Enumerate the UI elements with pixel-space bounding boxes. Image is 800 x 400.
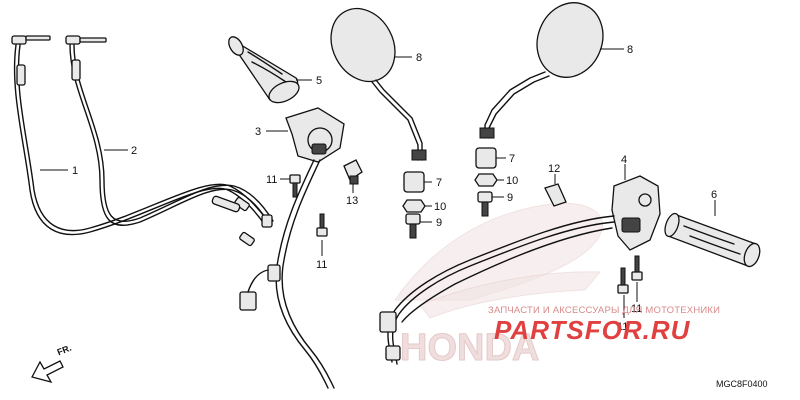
watermark-logo: PARTSFOR.RU xyxy=(494,315,691,345)
throttle-cable-1 xyxy=(11,35,269,247)
clip-13 xyxy=(343,159,363,185)
callout-3: 3 xyxy=(255,126,261,138)
callout-11-a: 11 xyxy=(266,174,277,186)
mirror-adaptor-left xyxy=(403,171,425,193)
callout-13: 13 xyxy=(346,195,358,207)
callout-2: 2 xyxy=(131,145,137,157)
nut-left xyxy=(402,199,426,213)
band-12 xyxy=(544,183,567,207)
callout-9-left: 9 xyxy=(436,217,442,229)
leader-lines xyxy=(40,48,716,318)
nut-right xyxy=(474,173,498,187)
callout-8-left: 8 xyxy=(416,52,422,64)
mirror-left xyxy=(330,7,427,161)
bolt-right xyxy=(477,191,493,217)
callout-10-right: 10 xyxy=(506,175,518,187)
screw-d xyxy=(631,255,643,281)
bolt-left xyxy=(405,213,421,239)
screw-a xyxy=(289,174,301,198)
honda-wordmark: HONDA xyxy=(400,327,539,369)
throttle-cable-2 xyxy=(65,35,274,228)
callout-9-right: 9 xyxy=(507,192,513,204)
callouts: 1 2 3 4 5 6 7 7 8 8 9 9 10 10 11 11 11 1… xyxy=(72,44,717,333)
throttle-grip xyxy=(228,36,300,104)
callout-5: 5 xyxy=(316,75,322,87)
left-grip xyxy=(664,212,761,268)
watermark-caption: ЗАПЧАСТИ И АКСЕССУАРЫ ДЛЯ МОТОТЕХНИКИ xyxy=(488,305,721,316)
callout-4: 4 xyxy=(621,154,627,166)
screw-b xyxy=(316,213,328,237)
callout-6: 6 xyxy=(711,189,717,201)
callout-10-left: 10 xyxy=(434,201,446,213)
callout-11-d: 11 xyxy=(631,303,642,315)
callout-12: 12 xyxy=(548,163,560,175)
callout-8-right: 8 xyxy=(627,44,633,56)
screw-c xyxy=(617,267,629,294)
callout-7-left: 7 xyxy=(436,177,442,189)
callout-11-c: 11 xyxy=(617,321,628,333)
diagram-code: MGC8F0400 xyxy=(716,379,768,389)
callout-1: 1 xyxy=(72,165,78,177)
front-arrow-icon xyxy=(31,360,64,384)
right-switch-housing xyxy=(239,107,345,389)
callout-7-right: 7 xyxy=(509,153,515,165)
mirror-right xyxy=(479,2,604,139)
callout-11-b: 11 xyxy=(316,259,327,271)
left-switch-housing xyxy=(379,175,661,365)
mirror-adaptor-right xyxy=(475,147,497,169)
